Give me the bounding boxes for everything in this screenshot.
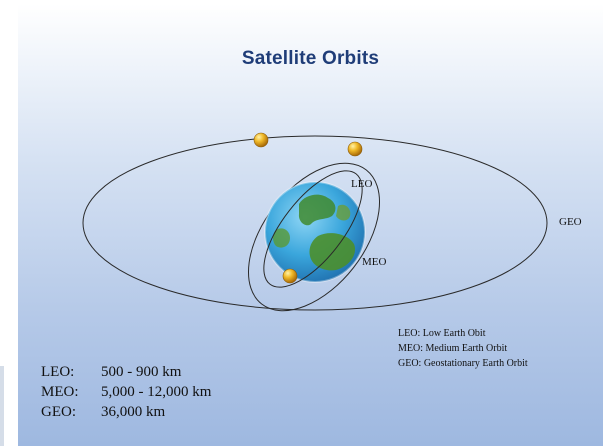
land-mass bbox=[309, 233, 356, 271]
altitude-row-leo: LEO: 500 - 900 km bbox=[41, 362, 211, 382]
land-mass bbox=[273, 228, 290, 248]
orbit-diagram bbox=[82, 132, 548, 312]
altitude-list: LEO: 500 - 900 km MEO: 5,000 - 12,000 km G… bbox=[41, 362, 211, 422]
altitude-row-meo: MEO: 5,000 - 12,000 km bbox=[41, 382, 211, 402]
altitude-orbit-name: MEO: bbox=[41, 384, 79, 400]
legend-item-leo: LEO: Low Earth Obit bbox=[398, 328, 486, 339]
geo-label: GEO bbox=[559, 216, 582, 228]
satellite-meo bbox=[347, 141, 363, 157]
altitude-range: 36,000 km bbox=[101, 404, 166, 420]
altitude-orbit-name: LEO: bbox=[41, 364, 75, 380]
altitude-row-geo: GEO: 36,000 km bbox=[41, 402, 211, 422]
meo-label: MEO bbox=[362, 256, 387, 268]
legend-item-geo: GEO: Geostationary Earth Orbit bbox=[398, 358, 528, 369]
left-edge-strip bbox=[0, 366, 4, 446]
geo-orbit bbox=[82, 135, 548, 311]
slide: Satellite Orbits bbox=[18, 4, 603, 446]
slide-title: Satellite Orbits bbox=[241, 48, 380, 69]
leo-orbit bbox=[263, 170, 363, 288]
leo-label: LEO bbox=[351, 178, 373, 190]
satellite-leo bbox=[282, 268, 298, 284]
orbit-legend: LEO: Low Earth Obit MEO: Medium Earth Or… bbox=[398, 326, 528, 371]
altitude-range: 500 - 900 km bbox=[101, 364, 182, 380]
satellite-geo bbox=[253, 132, 269, 148]
legend-item-meo: MEO: Medium Earth Orbit bbox=[398, 343, 508, 354]
land-mass bbox=[298, 194, 336, 226]
altitude-orbit-name: GEO: bbox=[41, 404, 76, 420]
land-mass bbox=[336, 204, 351, 221]
altitude-range: 5,000 - 12,000 km bbox=[101, 384, 212, 400]
earth bbox=[264, 181, 366, 283]
